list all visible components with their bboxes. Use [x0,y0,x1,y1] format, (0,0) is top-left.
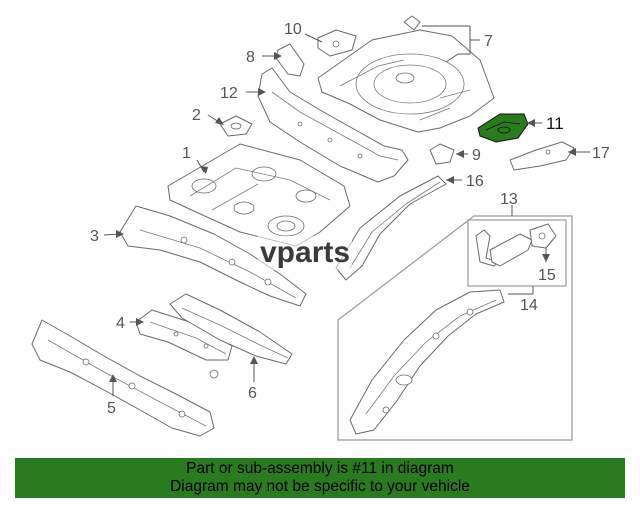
watermark-logo: vparts [258,236,353,270]
callout-7: 7 [484,33,493,50]
footer-banner: Part or sub-assembly is #11 in diagram D… [15,458,625,498]
part-4-seat-crossmember[interactable] [135,309,233,361]
part-10-bracket[interactable] [317,29,357,57]
callout-8: 8 [246,49,255,66]
part-17-bracket[interactable] [509,141,575,171]
callout-10: 10 [284,21,302,38]
callout-3: 3 [90,228,99,245]
footer-line-2: Diagram may not be specific to your vehi… [170,478,470,495]
part-1-floor-pan[interactable] [167,143,351,247]
callout-5: 5 [107,400,116,417]
callout-2: 2 [192,107,201,124]
part-15-brackets[interactable] [475,223,557,267]
part-11-highlighted-panel[interactable] [477,113,529,143]
leader-arrows [109,52,576,382]
part-16-side-rail[interactable] [335,175,447,281]
callout-16: 16 [466,173,484,190]
callout-14: 14 [520,297,538,314]
part-14-rear-side-member[interactable] [349,289,505,435]
callout-17: 17 [592,145,610,162]
callout-6: 6 [248,385,257,402]
footer-line-1: Part or sub-assembly is #11 in diagram [186,460,454,477]
part-7-clip[interactable] [403,15,421,31]
part-12-rear-crossmember[interactable] [257,67,409,183]
part-5-side-member[interactable] [31,319,215,437]
part-7-rear-floor-pan[interactable] [317,29,495,133]
callout-13: 13 [500,191,518,208]
part-2-patch-plate[interactable] [219,115,253,137]
callout-9: 9 [472,147,481,164]
part-9-bracket[interactable] [429,143,455,165]
assembly-box-13 [337,215,573,441]
callout-12: 12 [220,85,238,102]
part-3-front-crossmember[interactable] [119,205,307,307]
callout-15: 15 [538,267,556,284]
callout-11: 11 [546,114,564,133]
part-8-bracket[interactable] [275,43,305,77]
callout-labels: 1 2 3 4 5 6 7 8 9 10 11 12 13 14 15 16 1… [90,21,610,417]
callout-4: 4 [116,315,125,332]
part-6-reinforcement[interactable] [169,293,293,379]
callout-1: 1 [182,145,191,162]
